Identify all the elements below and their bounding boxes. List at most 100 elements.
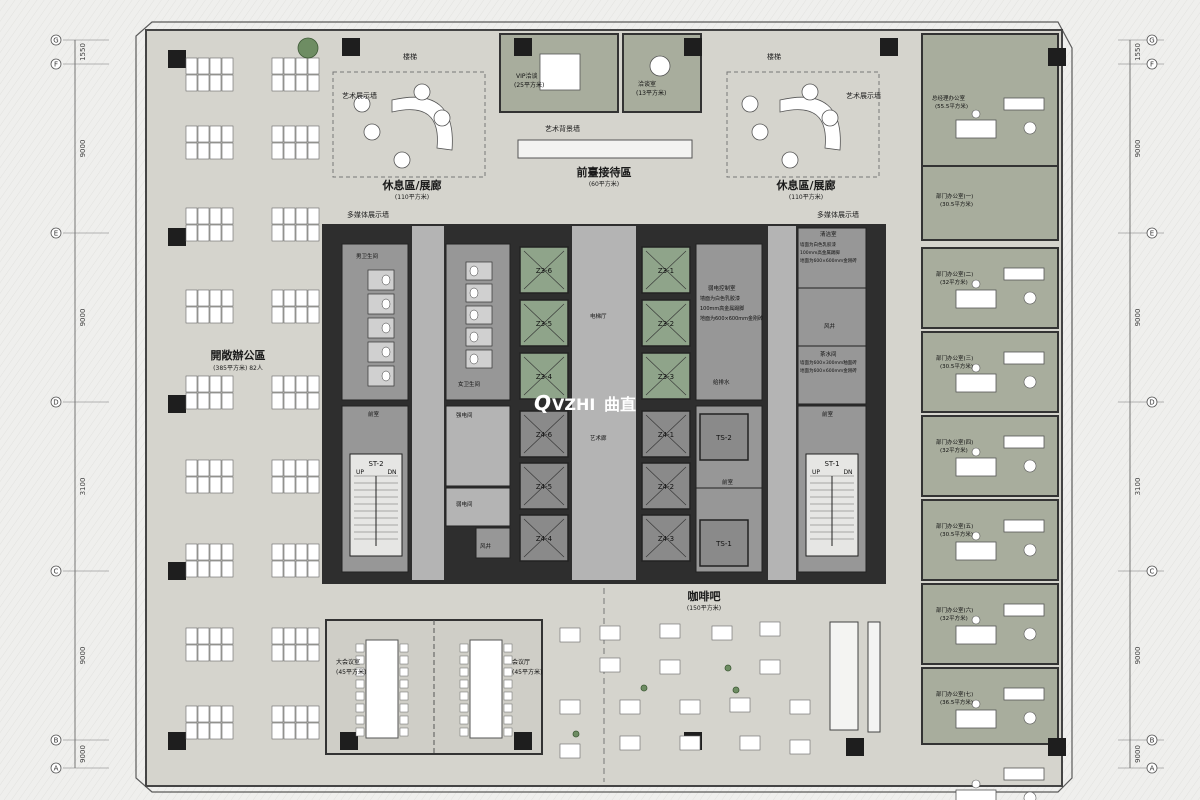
department-office (921, 499, 1059, 581)
label-kitchen-note1: 墙面为600×300mm釉面砖 (800, 359, 857, 366)
workstation-desk (295, 57, 308, 75)
meeting-chair (503, 679, 513, 689)
stair-name: ST-2 (368, 460, 383, 468)
workstation-desk (197, 644, 210, 662)
meeting-chair (399, 667, 409, 677)
meeting-chair (459, 655, 469, 665)
coffee-back-counter (867, 621, 881, 733)
meeting-chair (503, 691, 513, 701)
elevator-label: Z4-1 (658, 431, 674, 439)
label-lounge-right-sub: (110平方米) (789, 193, 823, 201)
label-media-right: 多媒体展示墙 (817, 210, 859, 219)
workstation-desk (307, 705, 320, 723)
workstation-desk (271, 476, 284, 494)
workstation-desk (295, 722, 308, 740)
stair-dn: DN (387, 469, 396, 476)
axis-bubble (1146, 58, 1158, 70)
toilet-icon (469, 287, 479, 299)
stair-dn: DN (843, 469, 852, 476)
workstation-desk (197, 125, 210, 143)
workstation-desk (221, 125, 234, 143)
dimension-value: 9000 (1134, 309, 1142, 327)
meeting-chair (399, 643, 409, 653)
label-media-left: 多媒体展示墙 (347, 210, 389, 219)
lounge-table (751, 123, 769, 141)
workstation-desk (197, 560, 210, 578)
office-sofa (1003, 435, 1045, 449)
cafe-table (711, 625, 733, 641)
label-male-wc: 男卫生间 (356, 252, 378, 260)
dimension-value: 9000 (79, 745, 87, 763)
cafe-table (679, 735, 701, 751)
plants (297, 37, 740, 738)
stair-name: ST-1 (824, 460, 839, 468)
workstation-desk (185, 560, 198, 578)
dimension-value: 1550 (79, 43, 87, 61)
workstation-desk (221, 224, 234, 242)
workstation-desk (197, 543, 210, 561)
label-strong: 强电间 (456, 411, 473, 419)
elevator-cross (645, 303, 687, 343)
workstation-desk (295, 125, 308, 143)
core-corridor-left (412, 226, 444, 580)
axis-bubble (1146, 227, 1158, 239)
workstation-desk (283, 142, 296, 160)
toilet-stall (367, 317, 395, 339)
workstation-desk (221, 644, 234, 662)
cafe-table (619, 699, 641, 715)
label-gm: 总经理办公室 (932, 94, 966, 102)
label-meeting-small-sub: (45平方米) (512, 668, 542, 676)
meeting-chair (399, 703, 409, 713)
department-office (921, 331, 1059, 413)
workstation-desk (221, 375, 234, 393)
workstation-desk (271, 142, 284, 160)
office-sofa (1003, 603, 1045, 617)
workstation-desk (283, 207, 296, 225)
office-desk (955, 289, 997, 309)
workstation-desk (283, 289, 296, 307)
toilet-icon (469, 265, 479, 277)
structural-column (168, 562, 186, 580)
department-office (921, 165, 1059, 241)
lounge-table (363, 123, 381, 141)
office-area-label: (36.5平方米) (940, 698, 973, 706)
toilet-icon (381, 322, 391, 334)
toilet-stall (367, 293, 395, 315)
elevator-label: Z3-5 (536, 320, 552, 328)
label-meeting-small: 会议厅 (512, 658, 530, 666)
workstation-desk (307, 560, 320, 578)
meeting-chair (459, 643, 469, 653)
label-lounge-left-sub: (110平方米) (395, 193, 429, 201)
dimension-value: 9000 (79, 647, 87, 665)
workstation-desk (185, 644, 198, 662)
workstation-desk (271, 722, 284, 740)
department-office (921, 667, 1059, 745)
structural-column (168, 732, 186, 750)
label-front-left: 前室 (368, 410, 380, 418)
dimension-value: 9000 (1134, 745, 1142, 763)
office-chair (971, 279, 981, 289)
workstation-desk (221, 705, 234, 723)
axis-bubble (50, 58, 62, 70)
meeting-round-table (649, 55, 671, 77)
elevator-cross (645, 518, 687, 558)
cafe-table (599, 657, 621, 673)
office-area-label: (32平方米) (940, 278, 968, 286)
workstation-desk (307, 57, 320, 75)
elevator-label: Z3-3 (658, 373, 674, 381)
workstation-desk (209, 207, 222, 225)
workstation-desk (283, 476, 296, 494)
lounge-table (433, 109, 451, 127)
office-side-table (1023, 627, 1037, 641)
room-right-col (797, 227, 867, 405)
workstation-desk (221, 306, 234, 324)
workstation-desk (209, 375, 222, 393)
stair-up: UP (356, 469, 364, 476)
office-sofa (1003, 767, 1045, 781)
meeting-table-big (365, 639, 399, 739)
elevator-cross (523, 250, 565, 290)
workstation-desk (271, 543, 284, 561)
workstation-desk (271, 375, 284, 393)
office-side-table (1023, 543, 1037, 557)
